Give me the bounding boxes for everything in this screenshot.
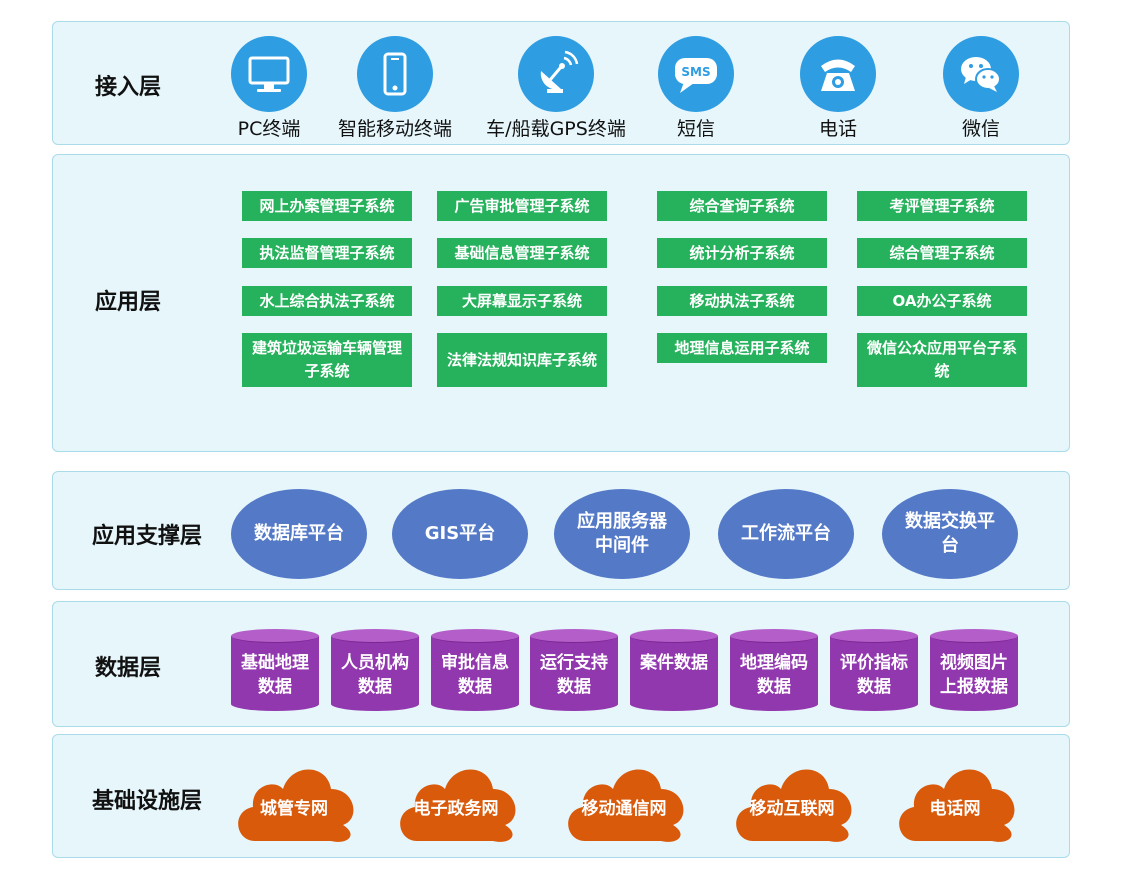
access-item-pc: PC终端 (184, 36, 354, 141)
sms-icon-text: SMS (681, 65, 710, 79)
data-cylinder-label: 案件数据 (640, 653, 708, 673)
data-cylinder: 案件数据 (630, 629, 718, 711)
data-cylinder: 审批信息数据 (431, 629, 519, 711)
data-cylinder: 视频图片上报数据 (930, 629, 1018, 711)
access-item-mobile: 智能移动终端 (310, 36, 480, 141)
data-cylinder-label: 评价指标数据 (840, 653, 908, 697)
access-item-label: 微信 (961, 118, 1000, 140)
data-cylinder-label: 人员机构数据 (341, 653, 409, 697)
data-cylinder-label: 运行支持数据 (540, 653, 608, 697)
access-layer-title: 接入层 (95, 75, 162, 100)
app-subsystem: 综合查询子系统 (657, 191, 827, 221)
app-subsystem: OA办公子系统 (857, 286, 1027, 316)
app-layer: 应用层 网上办案管理子系统 广告审批管理子系统 综合查询子系统 考评管理子系统 … (52, 154, 1070, 452)
app-subsystem: 执法监督管理子系统 (242, 238, 412, 268)
app-subsystem: 大屏幕显示子系统 (437, 286, 607, 316)
data-layer-title: 数据层 (95, 656, 162, 681)
app-subsystem: 建筑垃圾运输车辆管理子系统 (242, 333, 412, 387)
data-cylinder: 基础地理数据 (231, 629, 319, 711)
data-cylinder-label: 审批信息数据 (441, 653, 509, 697)
app-subsystem: 基础信息管理子系统 (437, 238, 607, 268)
sms-bubble-icon: SMS (658, 36, 734, 112)
app-subsystem: 地理信息运用子系统 (657, 333, 827, 363)
app-subsystem: 广告审批管理子系统 (437, 191, 607, 221)
access-item-label: PC终端 (237, 118, 301, 140)
data-layer: 数据层 基础地理数据 人员机构数据 审批信息数据 运行支持数据 案件数据 地理编… (52, 601, 1070, 727)
access-item-label: 电话 (818, 118, 857, 140)
cloud-label: 移动互联网 (749, 799, 835, 819)
data-cylinder: 地理编码数据 (730, 629, 818, 711)
data-cylinder-label: 视频图片上报数据 (940, 653, 1008, 697)
access-item-sms: SMS 短信 (611, 36, 781, 141)
app-subsystem: 统计分析子系统 (657, 238, 827, 268)
infra-layer-title: 基础设施层 (92, 789, 203, 814)
app-subsystem: 水上综合执法子系统 (242, 286, 412, 316)
support-platform: GIS平台 (392, 489, 528, 579)
satellite-dish-icon (518, 36, 594, 112)
app-subsystem: 法律法规知识库子系统 (437, 333, 607, 387)
cloud-label: 城管专网 (260, 799, 328, 819)
support-platform: 应用服务器中间件 (554, 489, 690, 579)
access-item-phone: 电话 (753, 36, 923, 141)
app-subsystem: 移动执法子系统 (657, 286, 827, 316)
data-cylinder: 评价指标数据 (830, 629, 918, 711)
cloud-icon: 移动通信网 (561, 755, 687, 843)
support-platform: 工作流平台 (718, 489, 854, 579)
app-subsystem: 综合管理子系统 (857, 238, 1027, 268)
smartphone-icon (357, 36, 433, 112)
support-platform: 数据库平台 (231, 489, 367, 579)
cloud-icon: 电话网 (892, 755, 1018, 843)
wechat-icon (943, 36, 1019, 112)
cloud-icon: 移动互联网 (729, 755, 855, 843)
monitor-icon (231, 36, 307, 112)
cloud-label: 移动通信网 (581, 799, 667, 819)
app-subsystem: 微信公众应用平台子系统 (857, 333, 1027, 387)
access-item-label: 车/船载GPS终端 (486, 118, 626, 140)
infra-layer: 基础设施层 城管专网 电子政务网 移动通信网 移动互联网 电话网 (52, 734, 1070, 858)
access-layer: 接入层 PC终端 智能移动终端 (52, 21, 1070, 145)
access-item-label: 短信 (676, 118, 715, 140)
access-item-gps: 车/船载GPS终端 (471, 36, 641, 141)
app-layer-title: 应用层 (95, 290, 162, 315)
data-cylinder-label: 地理编码数据 (740, 653, 808, 697)
access-item-wechat: 微信 (896, 36, 1066, 141)
support-layer-title: 应用支撑层 (92, 524, 203, 549)
telephone-icon (800, 36, 876, 112)
data-cylinder: 运行支持数据 (530, 629, 618, 711)
cloud-label: 电子政务网 (413, 799, 499, 819)
support-platform: 数据交换平台 (882, 489, 1018, 579)
cloud-icon: 城管专网 (231, 755, 357, 843)
cloud-icon: 电子政务网 (393, 755, 519, 843)
data-cylinder: 人员机构数据 (331, 629, 419, 711)
app-subsystem: 网上办案管理子系统 (242, 191, 412, 221)
access-item-label: 智能移动终端 (337, 118, 452, 140)
cloud-label: 电话网 (929, 799, 981, 819)
data-cylinder-label: 基础地理数据 (241, 653, 309, 697)
support-layer: 应用支撑层 数据库平台 GIS平台 应用服务器中间件 工作流平台 数据交换平台 (52, 471, 1070, 590)
app-subsystem: 考评管理子系统 (857, 191, 1027, 221)
